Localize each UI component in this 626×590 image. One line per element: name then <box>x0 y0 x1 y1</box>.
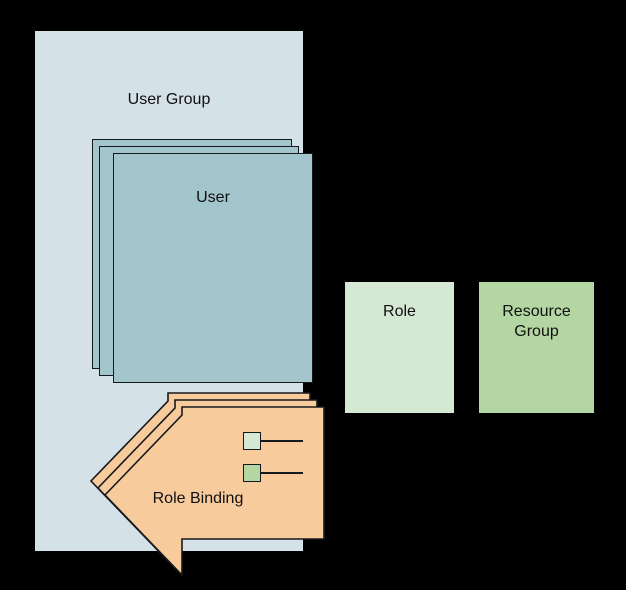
role-binding-arrow-front[interactable] <box>94 406 325 577</box>
connector-rolebinding-to-role <box>261 440 303 442</box>
resource-group-box-label-line1: Resource <box>502 303 571 320</box>
user-card-front[interactable] <box>113 153 313 383</box>
connector-rolebinding-to-resource-group <box>261 472 303 474</box>
resource-group-box-label-line2: Group <box>514 323 559 340</box>
user-label: User <box>196 189 230 206</box>
role-box[interactable]: Role <box>345 282 454 413</box>
user-card-stack: User <box>92 139 320 391</box>
resource-group-box[interactable]: Resource Group <box>479 282 594 413</box>
resource-port-square[interactable] <box>243 464 261 482</box>
role-binding-label: Role Binding <box>152 490 244 507</box>
role-port-square[interactable] <box>243 432 261 450</box>
role-binding-stack: Role Binding <box>80 392 325 577</box>
user-group-label: User Group <box>127 91 211 108</box>
role-box-label: Role <box>383 303 416 320</box>
user-group-container[interactable]: User Group User Role Binding <box>35 31 325 577</box>
